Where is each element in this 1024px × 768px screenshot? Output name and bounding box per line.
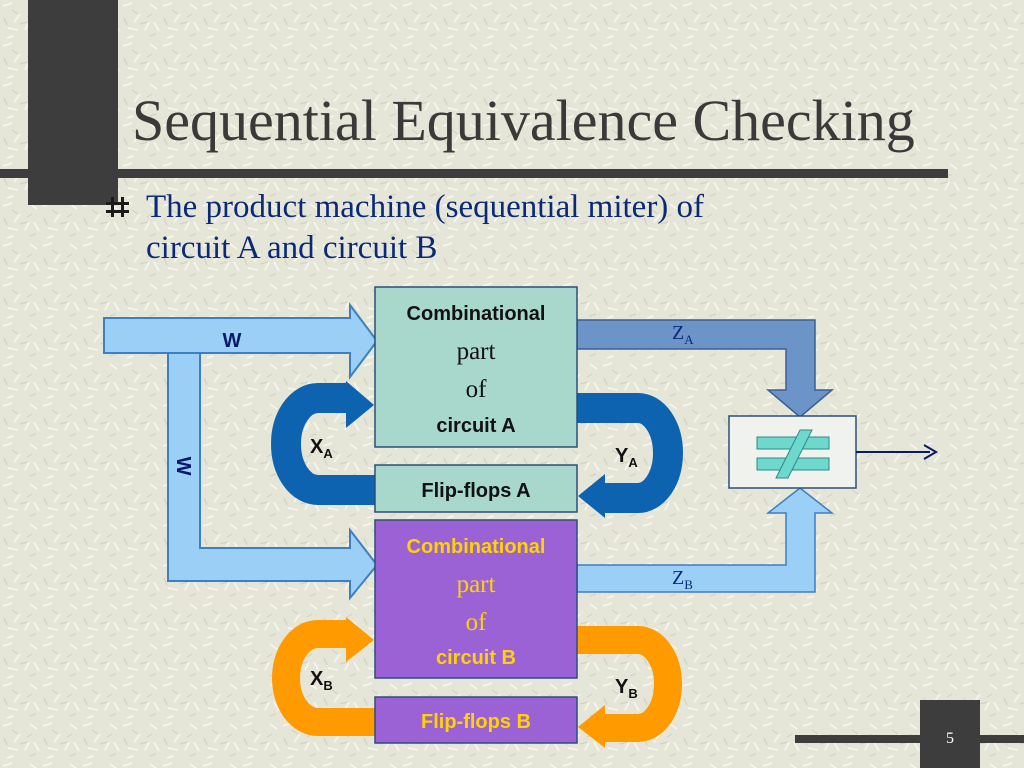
slide-title: Sequential Equivalence Checking: [132, 88, 915, 153]
block-a-line-2: part: [457, 338, 496, 365]
combinational-block-a: [374, 286, 578, 448]
output-arrowhead: [923, 444, 938, 460]
xb-arrowhead: [346, 617, 374, 662]
block-a-line-1: Combinational: [407, 303, 546, 325]
flipflops-a-label: Flip-flops A: [421, 480, 530, 502]
flipflops-b-label: Flip-flops B: [421, 711, 531, 733]
block-b-line-2: part: [457, 571, 496, 598]
block-b-line-1: Combinational: [407, 536, 546, 558]
block-a-line-3: of: [466, 376, 488, 403]
block-b-line-3: of: [466, 609, 488, 636]
zb-label: ZB: [672, 567, 693, 592]
not-equal-icon: [756, 429, 830, 479]
bullet-text-line-1: The product machine (sequential miter) o…: [146, 189, 704, 225]
w-input-arrow: [103, 302, 379, 380]
za-label: ZA: [672, 322, 694, 347]
w-label-top: W: [223, 330, 242, 352]
block-a-line-4: circuit A: [436, 415, 515, 437]
combinational-block-b: [374, 519, 578, 679]
block-b-line-4: circuit B: [436, 647, 516, 669]
xa-arrowhead: [346, 381, 374, 428]
flipflops-b-block: [374, 696, 578, 744]
zb-arrow: [576, 487, 835, 593]
ya-feedback-loop: [577, 393, 683, 513]
flipflops-a-block: [374, 464, 578, 513]
ya-label: YA: [615, 445, 638, 470]
w-label-side: W: [172, 457, 194, 476]
ya-arrowhead: [578, 474, 605, 518]
footer-rule: [795, 735, 1024, 743]
yb-label: YB: [615, 676, 638, 701]
w-branch-arrow: [167, 352, 379, 601]
title-rule: [0, 169, 948, 178]
page-number: 5: [946, 730, 954, 747]
xb-label: XB: [310, 668, 333, 693]
bullet-text-line-2: circuit A and circuit B: [146, 230, 437, 266]
xa-feedback-loop: [271, 383, 375, 505]
za-arrow: [576, 319, 835, 418]
yb-feedback-loop: [577, 626, 682, 742]
bullet-icon: [106, 197, 129, 217]
corner-block-bottom: [920, 700, 980, 768]
yb-arrowhead: [578, 705, 605, 748]
xa-label: XA: [310, 436, 333, 461]
xb-feedback-loop: [272, 620, 375, 736]
